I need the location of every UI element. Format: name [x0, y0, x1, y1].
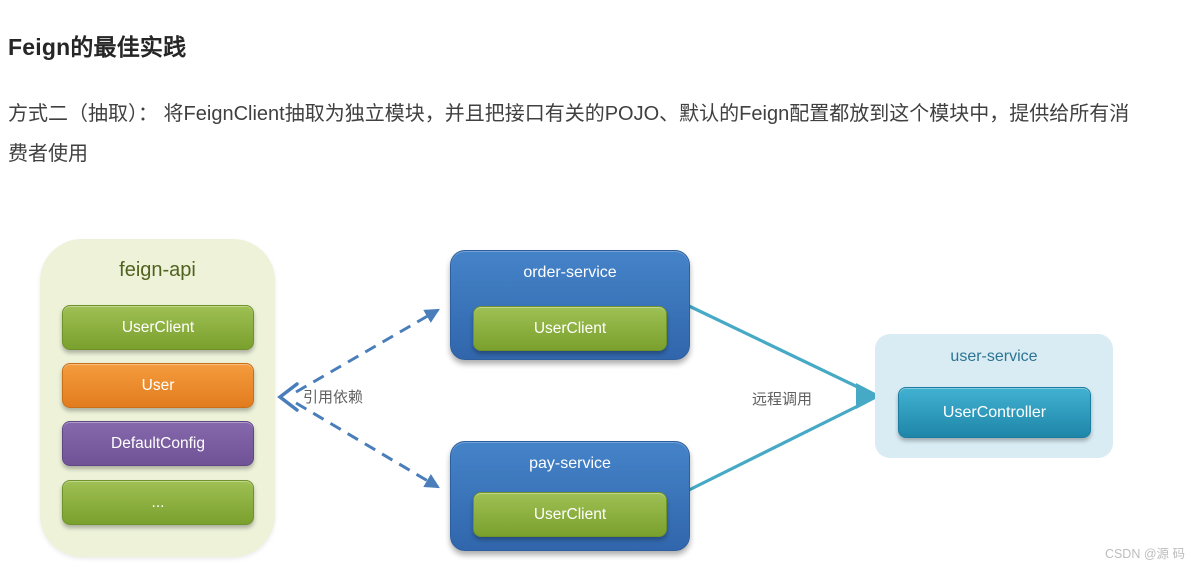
- edge-label-dependency: 引用依赖: [303, 389, 364, 406]
- solid-line-order-to-userservice: [688, 304, 867, 393]
- node-usercontroller: UserController: [898, 387, 1091, 438]
- feign-api-container: feign-api UserClient User DefaultConfig …: [40, 239, 275, 557]
- pay-service-box: pay-service UserClient: [450, 441, 690, 551]
- feign-api-title: feign-api: [119, 259, 196, 281]
- node-ellipsis: ...: [62, 480, 254, 525]
- solid-line-pay-to-userservice: [688, 400, 867, 492]
- user-service-title: user-service: [950, 348, 1038, 365]
- pay-service-title: pay-service: [529, 455, 611, 472]
- dashed-arrow-pay-to-feignapi: [295, 401, 440, 489]
- node-defaultconfig: DefaultConfig: [62, 421, 254, 466]
- order-service-box: order-service UserClient: [450, 250, 690, 360]
- page-title: Feign的最佳实践: [8, 34, 187, 60]
- node-user: User: [62, 363, 254, 408]
- csdn-watermark: CSDN @源 码: [1104, 547, 1185, 561]
- user-service-container: user-service UserController: [875, 334, 1113, 458]
- order-service-title: order-service: [523, 264, 617, 281]
- node-userclient: UserClient: [62, 305, 254, 350]
- order-service-userclient: UserClient: [473, 306, 667, 351]
- dashed-arrow-order-to-feignapi: [295, 308, 440, 394]
- pay-service-userclient: UserClient: [473, 492, 667, 537]
- dependency-arrowhead-left-chevron: [277, 382, 299, 412]
- description-paragraph: 方式二（抽取）： 将FeignClient抽取为独立模块，并且把接口有关的POJ…: [8, 103, 1130, 165]
- edge-label-remote-call: 远程调用: [752, 391, 813, 408]
